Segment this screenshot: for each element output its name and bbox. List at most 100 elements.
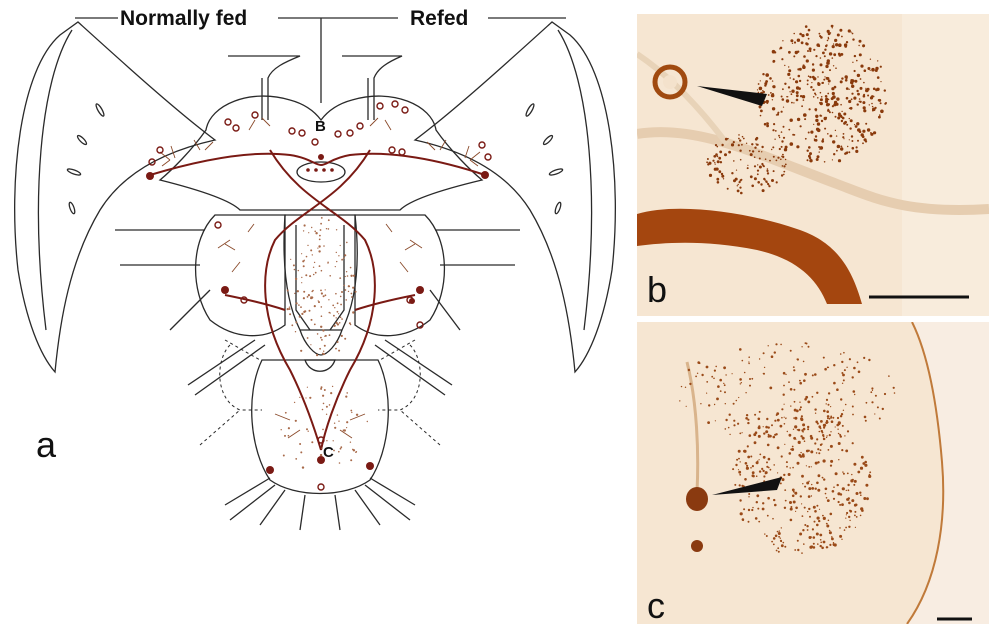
stipple-dot bbox=[283, 455, 285, 457]
stipple-dot bbox=[295, 331, 296, 332]
stipple-dot bbox=[739, 433, 741, 435]
stipple-dot bbox=[754, 165, 756, 167]
stipple-dot bbox=[740, 461, 741, 462]
stipple-dot bbox=[336, 252, 337, 253]
stipple-dot bbox=[754, 441, 757, 444]
stipple-dot bbox=[306, 428, 308, 430]
stipple-dot bbox=[831, 420, 834, 423]
stipple-dot bbox=[760, 80, 761, 81]
stipple-dot bbox=[812, 89, 814, 91]
stipple-dot bbox=[782, 98, 785, 101]
stipple-dot bbox=[766, 125, 769, 128]
stipple-dot bbox=[799, 68, 802, 71]
stipple-dot bbox=[838, 423, 841, 426]
stipple-dot bbox=[811, 487, 814, 490]
stipple-dot bbox=[803, 113, 807, 117]
stipple-dot bbox=[324, 336, 325, 337]
stipple-dot bbox=[799, 80, 801, 82]
stipple-dot bbox=[800, 452, 801, 453]
stipple-dot bbox=[817, 122, 820, 125]
stipple-dot bbox=[843, 113, 846, 116]
stipple-dot bbox=[807, 159, 809, 161]
stipple-dot bbox=[838, 113, 841, 116]
stipple-dot bbox=[819, 431, 821, 433]
stipple-dot bbox=[841, 372, 843, 374]
stipple-dot bbox=[785, 159, 786, 160]
stipple-dot bbox=[851, 32, 852, 33]
stipple-dot bbox=[853, 97, 856, 100]
stipple-dot bbox=[340, 245, 341, 246]
stipple-dot bbox=[849, 118, 850, 119]
stipple-dot bbox=[793, 437, 796, 440]
stipple-dot bbox=[314, 231, 316, 233]
stipple-dot bbox=[872, 390, 873, 391]
stipple-dot bbox=[751, 143, 753, 145]
stipple-dot bbox=[846, 450, 847, 451]
stipple-dot bbox=[842, 374, 845, 377]
stipple-dot bbox=[807, 426, 809, 428]
stipple-dot bbox=[350, 459, 352, 461]
stipple-dot bbox=[763, 373, 764, 374]
stipple-dot bbox=[832, 45, 835, 48]
stipple-dot bbox=[724, 384, 726, 386]
stipple-dot bbox=[790, 405, 791, 406]
stipple-dot bbox=[773, 156, 775, 158]
stipple-dot bbox=[714, 370, 716, 372]
stipple-dot bbox=[805, 42, 808, 45]
stipple-dot bbox=[857, 140, 859, 142]
stipple-dot bbox=[818, 520, 820, 522]
stipple-dot bbox=[830, 135, 833, 138]
stipple-dot bbox=[825, 488, 828, 491]
stipple-dot bbox=[781, 58, 783, 60]
stipple-dot bbox=[852, 442, 854, 444]
stipple-dot bbox=[844, 529, 846, 531]
stipple-dot bbox=[777, 446, 780, 449]
stipple-dot bbox=[822, 52, 825, 55]
stipple-dot bbox=[856, 90, 858, 92]
stipple-dot bbox=[315, 232, 317, 234]
stipple-dot bbox=[349, 286, 350, 287]
stipple-dot bbox=[782, 40, 783, 41]
stipple-dot bbox=[826, 420, 828, 422]
stipple-dot bbox=[849, 127, 851, 129]
stipple-dot bbox=[866, 402, 868, 404]
stipple-dot bbox=[783, 174, 785, 176]
stipple-dot bbox=[781, 156, 782, 157]
stipple-dot bbox=[823, 357, 825, 359]
stipple-dot bbox=[829, 69, 831, 71]
stipple-dot bbox=[739, 181, 741, 183]
stipple-dot bbox=[681, 386, 682, 387]
stipple-dot bbox=[816, 505, 818, 507]
stipple-dot bbox=[759, 158, 761, 160]
stipple-dot bbox=[749, 378, 751, 380]
stipple-dot bbox=[824, 368, 827, 371]
stipple-dot bbox=[329, 334, 331, 336]
stipple-dot bbox=[790, 467, 791, 468]
stipple-dot bbox=[717, 181, 720, 184]
stipple-dot bbox=[794, 417, 797, 420]
stipple-dot bbox=[819, 534, 822, 537]
stipple-dot bbox=[817, 129, 821, 133]
stipple-dot bbox=[856, 122, 859, 125]
stipple-dot bbox=[888, 375, 890, 377]
stipple-dot bbox=[813, 546, 816, 549]
stipple-dot bbox=[809, 76, 811, 78]
stipple-dot bbox=[799, 380, 801, 382]
stipple-dot bbox=[750, 456, 752, 458]
stipple-dot bbox=[780, 538, 781, 539]
stipple-dot bbox=[834, 40, 835, 41]
stipple-dot bbox=[869, 104, 870, 105]
stipple-dot bbox=[739, 139, 741, 141]
stipple-dot bbox=[840, 104, 842, 106]
stipple-dot bbox=[845, 152, 848, 155]
stipple-dot bbox=[801, 41, 804, 44]
stipple-dot bbox=[326, 440, 327, 441]
stipple-dot bbox=[310, 249, 312, 251]
stipple-dot bbox=[739, 150, 741, 152]
stipple-dot bbox=[336, 261, 337, 262]
stipple-dot bbox=[300, 350, 302, 352]
stipple-dot bbox=[824, 424, 827, 427]
stipple-dot bbox=[815, 462, 818, 465]
stipple-dot bbox=[830, 32, 832, 34]
stipple-dot bbox=[828, 392, 830, 394]
